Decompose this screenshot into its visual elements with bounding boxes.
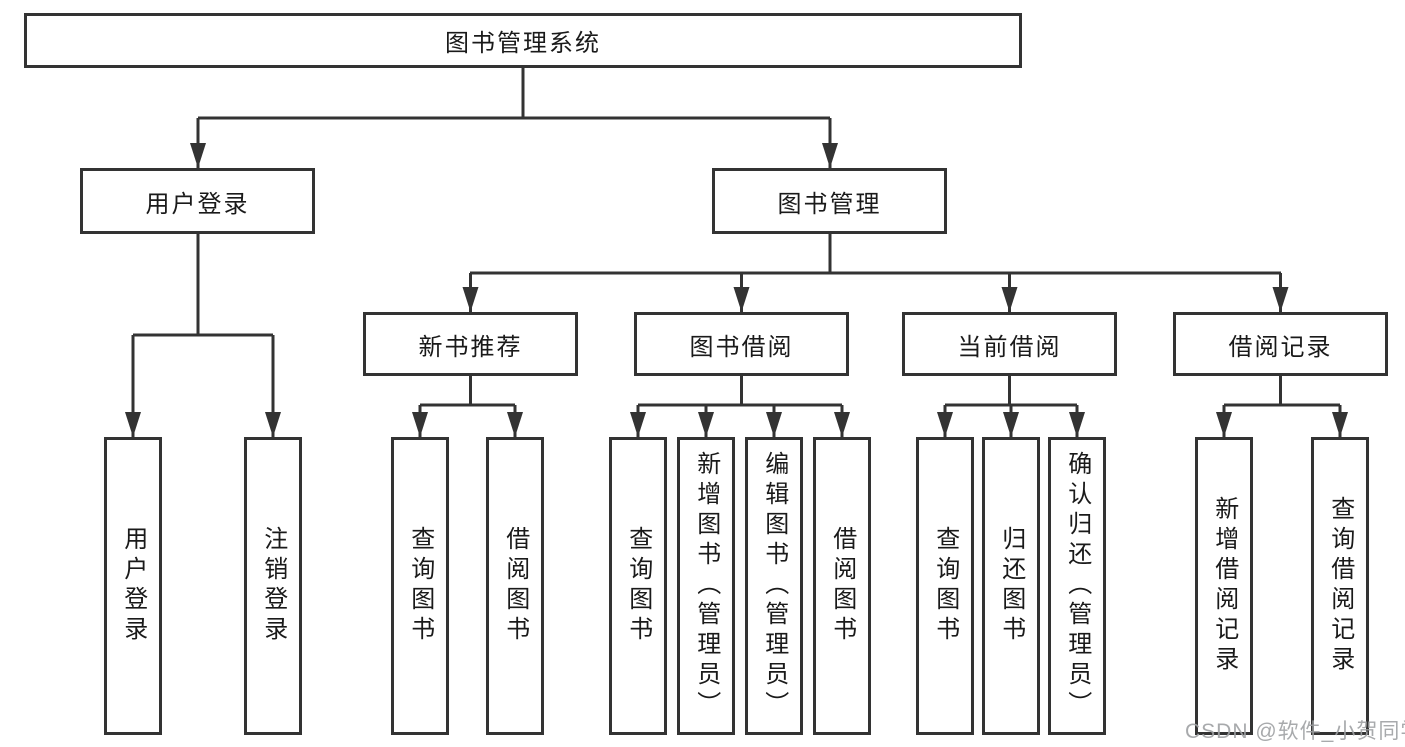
node-current-borrowing: 当前借阅 xyxy=(902,312,1117,376)
node-borrow-records: 借阅记录 xyxy=(1173,312,1388,376)
leaf-return-book-label: 归还图书 xyxy=(997,526,1025,646)
node-book-management-label: 图书管理 xyxy=(777,190,882,218)
leaf-query-borrow-record-label: 查询借阅记录 xyxy=(1326,496,1354,676)
leaf-query-books-newbook-label: 查询图书 xyxy=(406,526,434,646)
leaf-add-book-admin: 新增图书（管理员） xyxy=(677,437,735,735)
node-root-system: 图书管理系统 xyxy=(24,13,1022,68)
node-user-login: 用户登录 xyxy=(80,168,315,234)
connector-bookmgmt-subtree xyxy=(469,234,1282,312)
node-book-management: 图书管理 xyxy=(712,168,947,234)
connector-borrow-subtree xyxy=(636,376,844,437)
leaf-query-books-borrowing: 查询图书 xyxy=(609,437,667,735)
connector-login-subtree xyxy=(131,234,275,437)
leaf-user-login-label: 用户登录 xyxy=(119,526,147,646)
leaf-confirm-return-admin: 确认归还（管理员） xyxy=(1048,437,1106,735)
leaf-query-borrow-record: 查询借阅记录 xyxy=(1311,437,1369,735)
leaf-add-borrow-record: 新增借阅记录 xyxy=(1195,437,1253,735)
leaf-logout: 注销登录 xyxy=(244,437,302,735)
node-current-borrowing-label: 当前借阅 xyxy=(957,333,1062,361)
node-borrow-records-label: 借阅记录 xyxy=(1228,333,1333,361)
node-user-login-label: 用户登录 xyxy=(145,190,250,218)
leaf-user-login: 用户登录 xyxy=(104,437,162,735)
leaf-logout-label: 注销登录 xyxy=(259,526,287,646)
leaf-query-books-current-label: 查询图书 xyxy=(931,526,959,646)
csdn-watermark: CSDN @软件_小贺同学 xyxy=(1185,720,1405,743)
leaf-edit-book-admin: 编辑图书（管理员） xyxy=(745,437,803,735)
leaf-borrow-books-newbook-label: 借阅图书 xyxy=(501,526,529,646)
leaf-query-books-borrowing-label: 查询图书 xyxy=(624,526,652,646)
node-root-label: 图书管理系统 xyxy=(445,30,601,57)
node-book-borrowing-label: 图书借阅 xyxy=(689,333,794,361)
leaf-query-books-current: 查询图书 xyxy=(916,437,974,735)
leaf-edit-book-admin-label: 编辑图书（管理员） xyxy=(760,451,788,721)
arrowheads xyxy=(125,143,1348,437)
leaf-confirm-return-admin-label: 确认归还（管理员） xyxy=(1063,451,1091,721)
node-new-book-recommend: 新书推荐 xyxy=(363,312,578,376)
leaf-borrow-books-borrowing: 借阅图书 xyxy=(813,437,871,735)
leaf-borrow-books-newbook: 借阅图书 xyxy=(486,437,544,735)
leaf-add-borrow-record-label: 新增借阅记录 xyxy=(1210,496,1238,676)
leaf-borrow-books-borrowing-label: 借阅图书 xyxy=(828,526,856,646)
leaf-query-books-newbook: 查询图书 xyxy=(391,437,449,735)
leaf-add-book-admin-label: 新增图书（管理员） xyxy=(692,451,720,721)
leaf-return-book: 归还图书 xyxy=(982,437,1040,735)
node-new-book-recommend-label: 新书推荐 xyxy=(418,333,523,361)
connector-records-subtree xyxy=(1222,376,1342,437)
connector-newbook-subtree xyxy=(418,376,517,437)
node-book-borrowing: 图书借阅 xyxy=(634,312,849,376)
connector-root-to-level2 xyxy=(196,68,832,168)
